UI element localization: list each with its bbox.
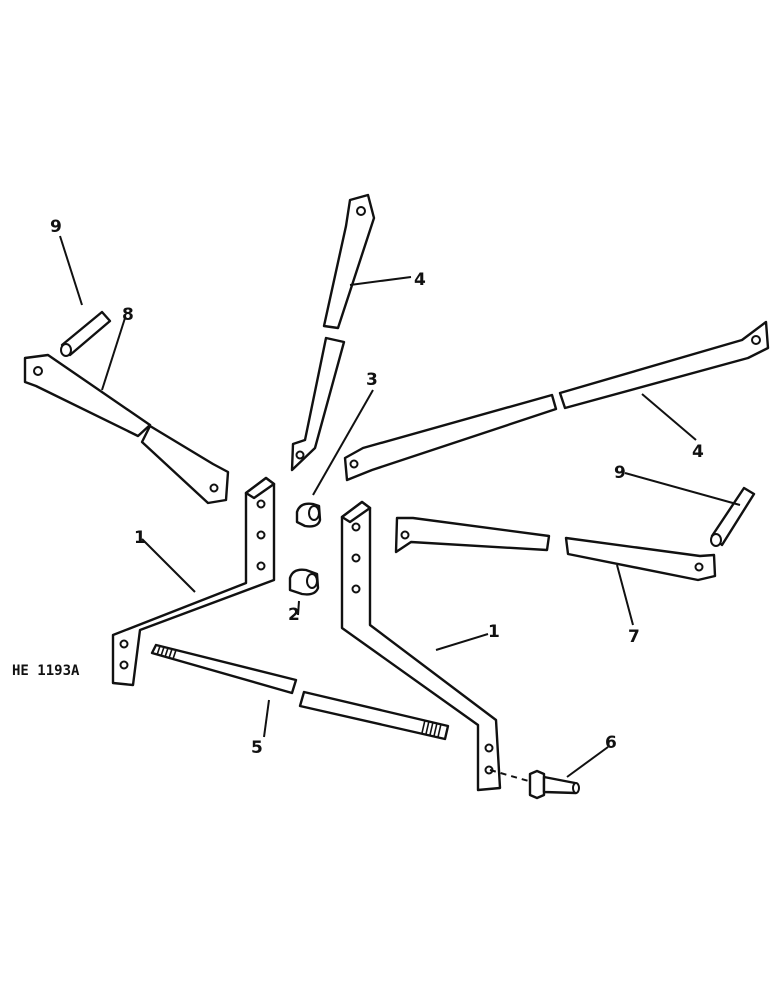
leader-lines [59,235,741,778]
brace-left-part-8 [23,353,230,505]
brace-right-part-4 [343,320,770,482]
callout-8: 8 [122,305,134,325]
brace-part-7 [394,516,717,582]
callout-9-left: 9 [50,217,62,237]
callout-1-left: 1 [134,528,146,548]
callouts: 9 8 1 2 3 4 4 1 9 7 5 6 HE 1193A [12,217,704,758]
pin-right-part-9 [710,486,756,547]
callout-4-upper: 4 [414,270,426,290]
callout-3: 3 [366,370,378,390]
brace-upper-part-4 [290,193,376,472]
callout-2: 2 [288,605,300,625]
threaded-rod-part-5 [150,643,450,741]
callout-5: 5 [251,738,263,758]
bracket-right-part-1 [340,500,502,792]
callout-1-right: 1 [488,622,500,642]
callout-6: 6 [605,733,617,753]
callout-9-right: 9 [614,463,626,483]
pin-left-part-9 [60,310,112,357]
drawing-code: HE 1193A [12,663,80,679]
callout-4-right: 4 [692,442,704,462]
spacer-part-3 [295,502,322,528]
spacer-part-2 [288,568,320,596]
bracket-left-part-1 [111,476,276,687]
callout-7: 7 [628,627,640,647]
bolt-part-6 [489,769,580,800]
